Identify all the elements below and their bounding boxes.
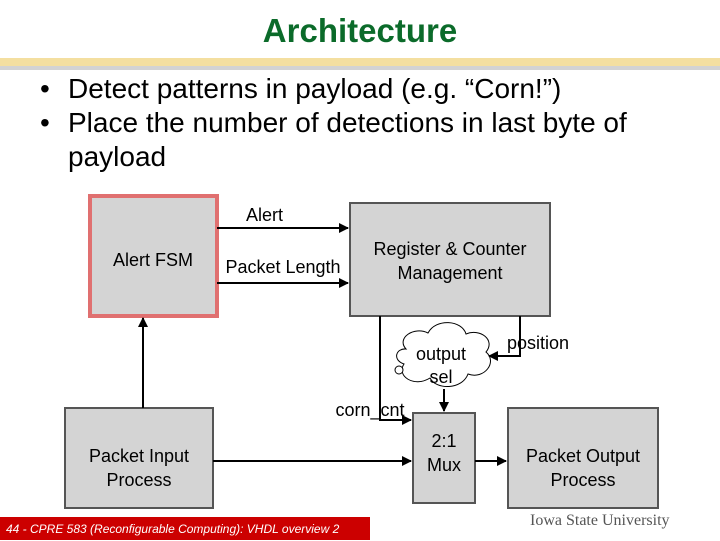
register-counter-box — [349, 202, 551, 317]
cloud-small-circle — [394, 365, 404, 375]
footer-university: Iowa State University — [530, 512, 670, 529]
bullet-text: Place the number of detections in last b… — [68, 107, 627, 172]
slide-title: Architecture — [262, 12, 458, 49]
bullet-list: • Detect patterns in payload (e.g. “Corn… — [40, 72, 710, 174]
packet-input-box — [64, 407, 214, 509]
packet-output-label: Packet Output Process — [525, 446, 641, 490]
position-label: position — [506, 333, 570, 353]
footer-course-bar: 44 - CPRE 583 (Reconfigurable Computing)… — [0, 517, 370, 540]
output-sel-label-line2: sel — [429, 367, 453, 387]
alert-fsm-box — [88, 194, 219, 318]
title-rule-gold — [0, 58, 720, 66]
register-counter-label: Register & Counter Management — [373, 239, 527, 283]
mux-box — [412, 412, 476, 504]
mux-label-line1: 2:1 — [431, 431, 457, 451]
corn-cnt-label: corn_cnt — [335, 400, 405, 420]
alert-label: Alert — [246, 205, 284, 225]
output-sel-cloud — [396, 322, 491, 387]
packet-length-label: Packet Length — [225, 257, 341, 277]
packet-input-label: Packet Input Process — [88, 446, 190, 490]
bullet-item-1: • Detect patterns in payload (e.g. “Corn… — [40, 72, 710, 106]
bullet-text: Detect patterns in payload (e.g. “Corn!”… — [68, 73, 562, 104]
alert-fsm-label: Alert FSM — [112, 250, 193, 270]
position-arrow — [488, 316, 521, 361]
title-rule-grey — [0, 66, 720, 70]
mux-label-line2: Mux — [426, 455, 461, 475]
corn-cnt-arrow — [379, 316, 412, 425]
bullet-dot: • — [40, 73, 50, 104]
packet-output-box — [507, 407, 659, 509]
output-sel-label-line1: output — [415, 344, 467, 364]
bullet-item-2: • Place the number of detections in last… — [40, 106, 710, 174]
bullet-dot: • — [40, 107, 50, 138]
